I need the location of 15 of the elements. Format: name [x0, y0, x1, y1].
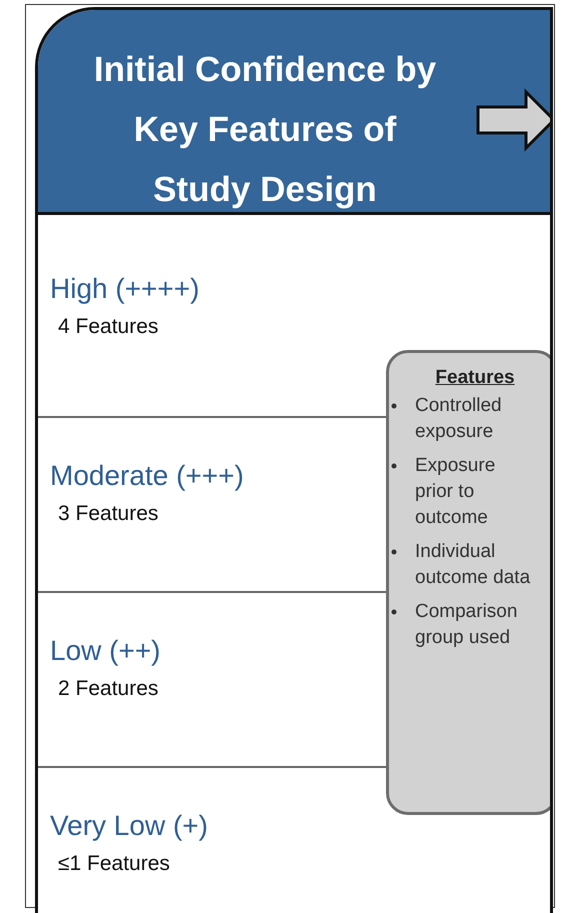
feature-count: 4 Features [58, 315, 160, 339]
confidence-level: Very Low (+) [50, 810, 209, 842]
feature-bullet: Comparison group used [415, 600, 518, 650]
panel-title: Initial Confidence by Key Features of Study Design [92, 49, 438, 211]
confidence-level: Low (++) [50, 635, 162, 667]
confidence-level: Moderate (+++) [50, 460, 245, 492]
feature-bullet: Controlled exposure [415, 394, 503, 444]
features-heading: Features [434, 367, 516, 389]
confidence-level: High (++++) [50, 273, 200, 305]
feature-bullet: Exposure prior to outcome [415, 454, 496, 530]
feature-bullet: Individual outcome data [415, 540, 532, 590]
feature-count: 2 Features [58, 677, 160, 701]
feature-count: 3 Features [58, 502, 160, 526]
feature-count: ≤1 Features [58, 852, 171, 876]
features-box [386, 350, 550, 815]
